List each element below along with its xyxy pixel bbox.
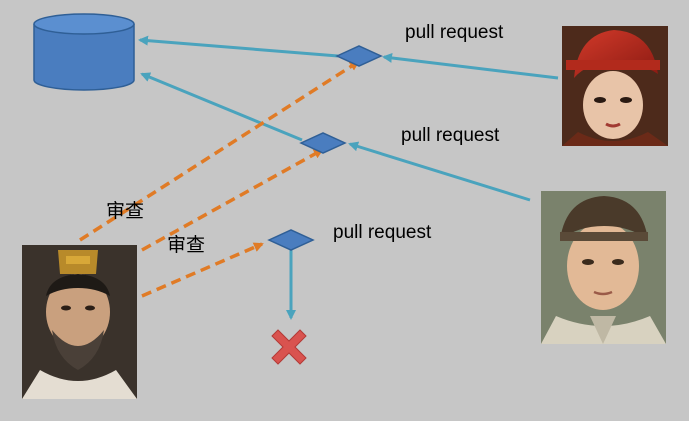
pr1-diamond-icon: [335, 45, 383, 67]
review-arrow-3: [141, 242, 264, 298]
pr2-label: pull request: [401, 125, 500, 146]
arrow-pr1-to-repo: [138, 35, 339, 58]
review-label-2: 审查: [167, 234, 206, 256]
review-label-1: 审查: [106, 200, 145, 222]
pr2-diamond-icon: [299, 132, 347, 154]
repository-icon: [33, 13, 135, 91]
arrow-contributor2-to-pr2: [348, 141, 531, 202]
reviewer-avatar: [22, 245, 137, 399]
arrow-contributor1-to-pr1: [382, 52, 559, 80]
review-arrow-2: [141, 148, 324, 252]
pr3-label: pull request: [333, 222, 432, 243]
contributor-2-avatar: [541, 191, 666, 344]
pr1-label: pull request: [405, 22, 504, 43]
rejected-x-icon: [271, 329, 307, 365]
pr3-diamond-icon: [267, 229, 315, 251]
arrow-pr2-to-repo: [140, 72, 303, 142]
contributor-1-avatar: [562, 26, 668, 146]
review-arrow-1: [79, 60, 360, 242]
